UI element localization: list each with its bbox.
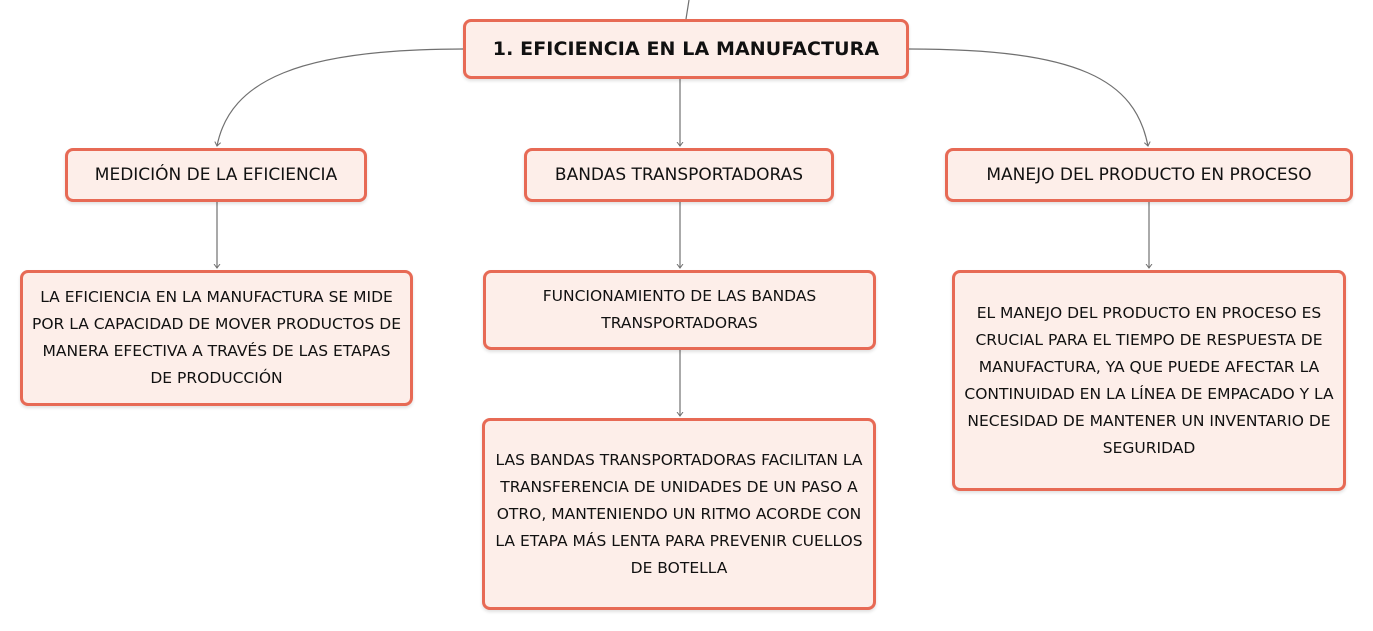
branch-node-label: BANDAS TRANSPORTADORAS (554, 165, 804, 185)
connector-incoming-root (685, 0, 690, 20)
branch-node-label: MEDICIÓN DE LA EFICIENCIA (94, 165, 338, 185)
connector-root-to-medicion (217, 48, 464, 146)
leaf-node-medicion-detalle[interactable]: LA EFICIENCIA EN LA MANUFACTURA SE MIDE … (20, 270, 413, 406)
leaf-node-text: EL MANEJO DEL PRODUCTO EN PROCESO ES CRU… (964, 303, 1334, 457)
leaf-node-text: LAS BANDAS TRANSPORTADORAS FACILITAN LA … (495, 450, 863, 577)
branch-node-manejo[interactable]: MANEJO DEL PRODUCTO EN PROCESO (945, 148, 1353, 202)
root-node-label: 1. EFICIENCIA EN LA MANUFACTURA (492, 38, 880, 60)
branch-node-bandas[interactable]: BANDAS TRANSPORTADORAS (524, 148, 834, 202)
leaf-node-text: FUNCIONAMIENTO DE LAS BANDAS TRANSPORTAD… (542, 287, 817, 332)
leaf-node-manejo-detalle[interactable]: EL MANEJO DEL PRODUCTO EN PROCESO ES CRU… (952, 270, 1346, 491)
leaf-node-text: LA EFICIENCIA EN LA MANUFACTURA SE MIDE … (31, 288, 402, 387)
branch-node-medicion[interactable]: MEDICIÓN DE LA EFICIENCIA (65, 148, 367, 202)
leaf-node-bandas-detalle[interactable]: LAS BANDAS TRANSPORTADORAS FACILITAN LA … (482, 418, 876, 610)
connector-root-to-manejo (908, 48, 1148, 146)
branch-node-label: MANEJO DEL PRODUCTO EN PROCESO (986, 165, 1312, 185)
leaf-node-funcionamiento[interactable]: FUNCIONAMIENTO DE LAS BANDAS TRANSPORTAD… (483, 270, 876, 350)
root-node[interactable]: 1. EFICIENCIA EN LA MANUFACTURA (463, 19, 909, 79)
